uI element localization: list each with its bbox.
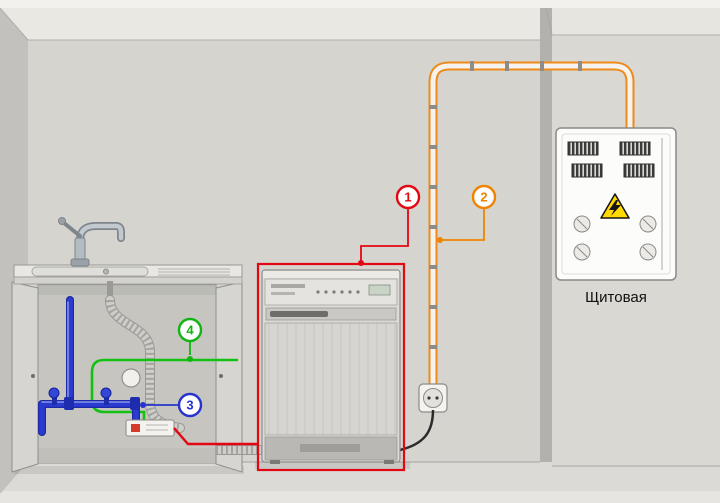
faucet-body <box>74 237 86 263</box>
valve-stem <box>104 397 109 405</box>
callout-2-line <box>443 208 485 241</box>
cable-clips <box>429 61 582 349</box>
cable-clip <box>540 61 544 71</box>
cable-clip <box>429 305 437 309</box>
box-red-module <box>131 424 140 432</box>
door-handle-slot <box>270 311 328 317</box>
callout-3-number: 3 <box>186 398 193 413</box>
red-outline <box>256 262 406 472</box>
callout-1-number: 1 <box>404 190 411 205</box>
faucet-lever <box>62 221 82 238</box>
callout-4-dot <box>187 356 193 362</box>
dishwasher-door <box>264 322 398 436</box>
cabinet-left-door <box>11 281 39 473</box>
dishwasher <box>261 269 401 464</box>
callout-3: 3 <box>140 392 203 418</box>
door-knob <box>31 374 35 378</box>
partition-wall <box>540 8 552 462</box>
water-valve-knob <box>48 387 60 399</box>
callout-4-number: 4 <box>186 323 194 338</box>
cable-clip <box>505 61 509 71</box>
cable-clip <box>429 185 437 189</box>
faucet <box>58 217 125 267</box>
callout-2: 2 <box>437 184 497 243</box>
valve-stem <box>52 397 57 405</box>
electrical-panel: Щитовая <box>555 127 677 306</box>
callout-3-badge <box>177 392 203 418</box>
panel-screws <box>573 215 657 261</box>
cable-clip <box>470 61 474 71</box>
cabinet-shadow <box>14 466 244 474</box>
control-buttons <box>316 290 360 294</box>
cabinet-inner-shadow <box>38 285 216 295</box>
callout-4: 4 <box>177 317 203 362</box>
pipe-tee <box>64 397 74 410</box>
faucet-base <box>70 258 90 267</box>
socket-hole <box>435 396 439 400</box>
dishwasher-top-edge <box>263 271 399 278</box>
pipe-elbow <box>130 397 140 410</box>
breaker-block <box>623 163 655 178</box>
power-socket <box>418 383 448 413</box>
faucet-lever-knob <box>58 217 66 225</box>
cold-water-pipes <box>38 296 140 436</box>
callout-1: 1 <box>358 184 421 266</box>
cable-clip <box>429 145 437 149</box>
panel-inner-frame <box>561 133 671 275</box>
sink-drain <box>103 268 110 275</box>
corner-line-top-left <box>0 7 29 41</box>
callout-2-dot <box>437 237 443 243</box>
countertop-edge <box>13 276 243 285</box>
callout-4-badge <box>177 317 203 343</box>
callout-1-badge <box>395 184 421 210</box>
corner-line-partition <box>545 7 553 36</box>
door-knob <box>219 374 223 378</box>
breaker-block <box>571 163 603 178</box>
brand-mark <box>271 292 295 295</box>
cable-clip <box>429 345 437 349</box>
wall-top-edge <box>0 0 720 8</box>
breaker-block <box>567 141 599 156</box>
conduit-body <box>430 63 633 386</box>
socket-hole <box>427 396 431 400</box>
display <box>368 284 391 296</box>
siphon <box>121 368 141 388</box>
callout-2-badge <box>471 184 497 210</box>
dishwasher-foot <box>384 460 394 464</box>
pipe-highlight <box>41 301 137 405</box>
socket-well <box>423 388 443 408</box>
cable-conduit <box>428 61 635 386</box>
cable-clip <box>429 265 437 269</box>
warning-triangle-icon <box>600 193 630 219</box>
red-power-cable <box>173 427 258 446</box>
brand-mark <box>271 284 305 288</box>
kickplate-vent <box>300 444 360 452</box>
right-ceiling <box>552 8 720 35</box>
callout-2-number: 2 <box>480 190 487 205</box>
water-valve-knob <box>100 387 112 399</box>
aquastop-box <box>125 419 175 437</box>
panel-label: Щитовая <box>585 289 647 306</box>
cabinet-right-door <box>215 281 243 473</box>
drainboard-ridges <box>158 268 230 276</box>
breaker-block <box>619 141 651 156</box>
callout-1-line <box>360 208 409 261</box>
callout-1-dot <box>358 260 364 266</box>
floor-front-strip <box>0 491 720 503</box>
cable-clip <box>578 61 582 71</box>
cable-clip <box>429 225 437 229</box>
dishwasher-shadow <box>255 462 410 469</box>
cabinet-bottom-shelf <box>38 448 216 463</box>
cable-clip <box>429 105 437 109</box>
dishwasher-foot <box>270 460 280 464</box>
sink-basin <box>31 266 149 277</box>
callout-3-dot <box>140 402 146 408</box>
